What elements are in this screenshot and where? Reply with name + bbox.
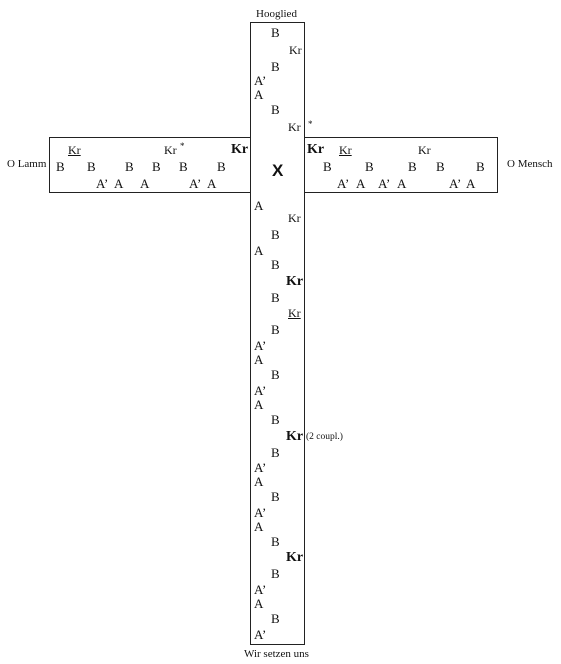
- mark: B: [271, 412, 280, 427]
- mark: A: [254, 243, 264, 258]
- left-arm-mark: B: [56, 159, 65, 174]
- label-left: O Lamm: [7, 158, 47, 170]
- left-arm-mark: B: [87, 159, 96, 174]
- couplets-note: (2 coupl.): [306, 432, 343, 442]
- left-arm-kr-underlined: Kr: [68, 143, 81, 157]
- mark: A: [254, 397, 264, 412]
- right-arm-mark: B: [408, 159, 417, 174]
- mark: A: [254, 198, 264, 213]
- mark: B: [271, 445, 280, 460]
- right-arm-mark: A: [356, 176, 366, 191]
- right-arm-kr: Kr: [418, 143, 431, 157]
- mark: B: [271, 534, 280, 549]
- label-bottom: Wir setzen uns: [244, 648, 309, 660]
- mark: B: [271, 227, 280, 242]
- right-arm-mark: A: [466, 176, 476, 191]
- left-arm-mark: B: [152, 159, 161, 174]
- right-arm-mark: B: [323, 159, 332, 174]
- right-arm-mark: A’: [337, 176, 350, 191]
- left-arm-mark: A: [207, 176, 217, 191]
- label-right: O Mensch: [507, 158, 553, 170]
- left-arm-mark: A’: [96, 176, 109, 191]
- mark: A: [254, 352, 264, 367]
- mark: A’: [254, 460, 267, 475]
- mark: A’: [254, 73, 267, 88]
- mark: B: [271, 257, 280, 272]
- mark: B: [271, 322, 280, 337]
- mark-kr: Kr: [288, 211, 301, 225]
- left-arm-mark: B: [125, 159, 134, 174]
- right-arm-mark: A: [397, 176, 407, 191]
- left-arm-mark: A: [140, 176, 150, 191]
- right-arm-mark: A’: [449, 176, 462, 191]
- mark: A: [254, 474, 264, 489]
- left-arm-mark: B: [179, 159, 188, 174]
- left-arm-kr: Kr: [164, 143, 177, 157]
- mark: A: [254, 596, 264, 611]
- mark: A’: [254, 383, 267, 398]
- label-top: Hooglied: [256, 8, 297, 20]
- mark-kr-bold: Kr: [286, 429, 304, 444]
- mark: B: [271, 489, 280, 504]
- mark: B: [271, 367, 280, 382]
- mark: A: [254, 87, 264, 102]
- mark: B: [271, 102, 280, 117]
- left-arm-mark: A’: [189, 176, 202, 191]
- mark-kr-bold: Kr: [286, 550, 304, 565]
- mark-kr: Kr: [289, 43, 302, 57]
- right-arm-mark: B: [365, 159, 374, 174]
- mark: B: [271, 611, 280, 626]
- mark: A: [254, 519, 264, 534]
- star-marker: *: [308, 119, 313, 129]
- mark: B: [271, 290, 280, 305]
- mark: B: [271, 566, 280, 581]
- mark-kr-bold: Kr: [286, 274, 304, 289]
- mark: A’: [254, 338, 267, 353]
- mark: A’: [254, 627, 267, 642]
- star-marker: *: [180, 141, 185, 151]
- right-arm-kr-underlined: Kr: [339, 143, 352, 157]
- left-arm-mark: B: [217, 159, 226, 174]
- mark-kr-underlined: Kr: [288, 306, 301, 320]
- mark: A’: [254, 505, 267, 520]
- mark: A’: [254, 582, 267, 597]
- right-arm-mark: A’: [378, 176, 391, 191]
- center-cross-mark: X: [272, 161, 284, 180]
- mark-kr: Kr: [288, 120, 301, 134]
- cross-vertical-beam: [250, 22, 305, 645]
- mark: B: [271, 59, 280, 74]
- left-arm-kr-bold: Kr: [231, 142, 249, 157]
- right-arm-kr-bold: Kr: [307, 142, 325, 157]
- left-arm-mark: A: [114, 176, 124, 191]
- mark: B: [271, 25, 280, 40]
- right-arm-mark: B: [476, 159, 485, 174]
- right-arm-mark: B: [436, 159, 445, 174]
